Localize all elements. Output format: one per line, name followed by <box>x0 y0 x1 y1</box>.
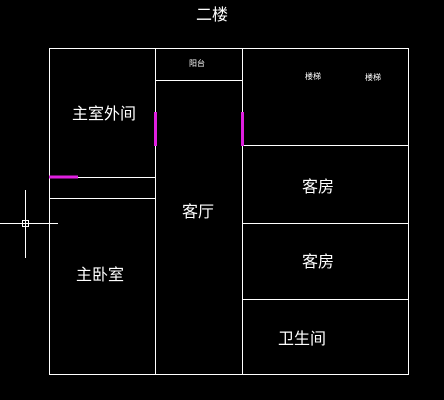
room-label-stair-1: 楼梯 <box>305 71 321 81</box>
room-label-guest-room-1: 客房 <box>302 177 334 196</box>
room-label-master-bedroom: 主卧室 <box>76 265 124 284</box>
room-label-bathroom: 卫生间 <box>278 329 326 348</box>
outer-wall <box>49 48 409 375</box>
room-label-stair-2: 楼梯 <box>365 72 381 82</box>
floor-title: 二楼 <box>196 5 228 24</box>
crosshair-cursor-icon[interactable] <box>0 190 58 258</box>
room-label-balcony: 阳台 <box>189 58 205 68</box>
room-label-master-outer: 主室外间 <box>72 104 136 123</box>
room-label-living-room: 客厅 <box>182 202 214 221</box>
room-label-guest-room-2: 客房 <box>302 252 334 271</box>
